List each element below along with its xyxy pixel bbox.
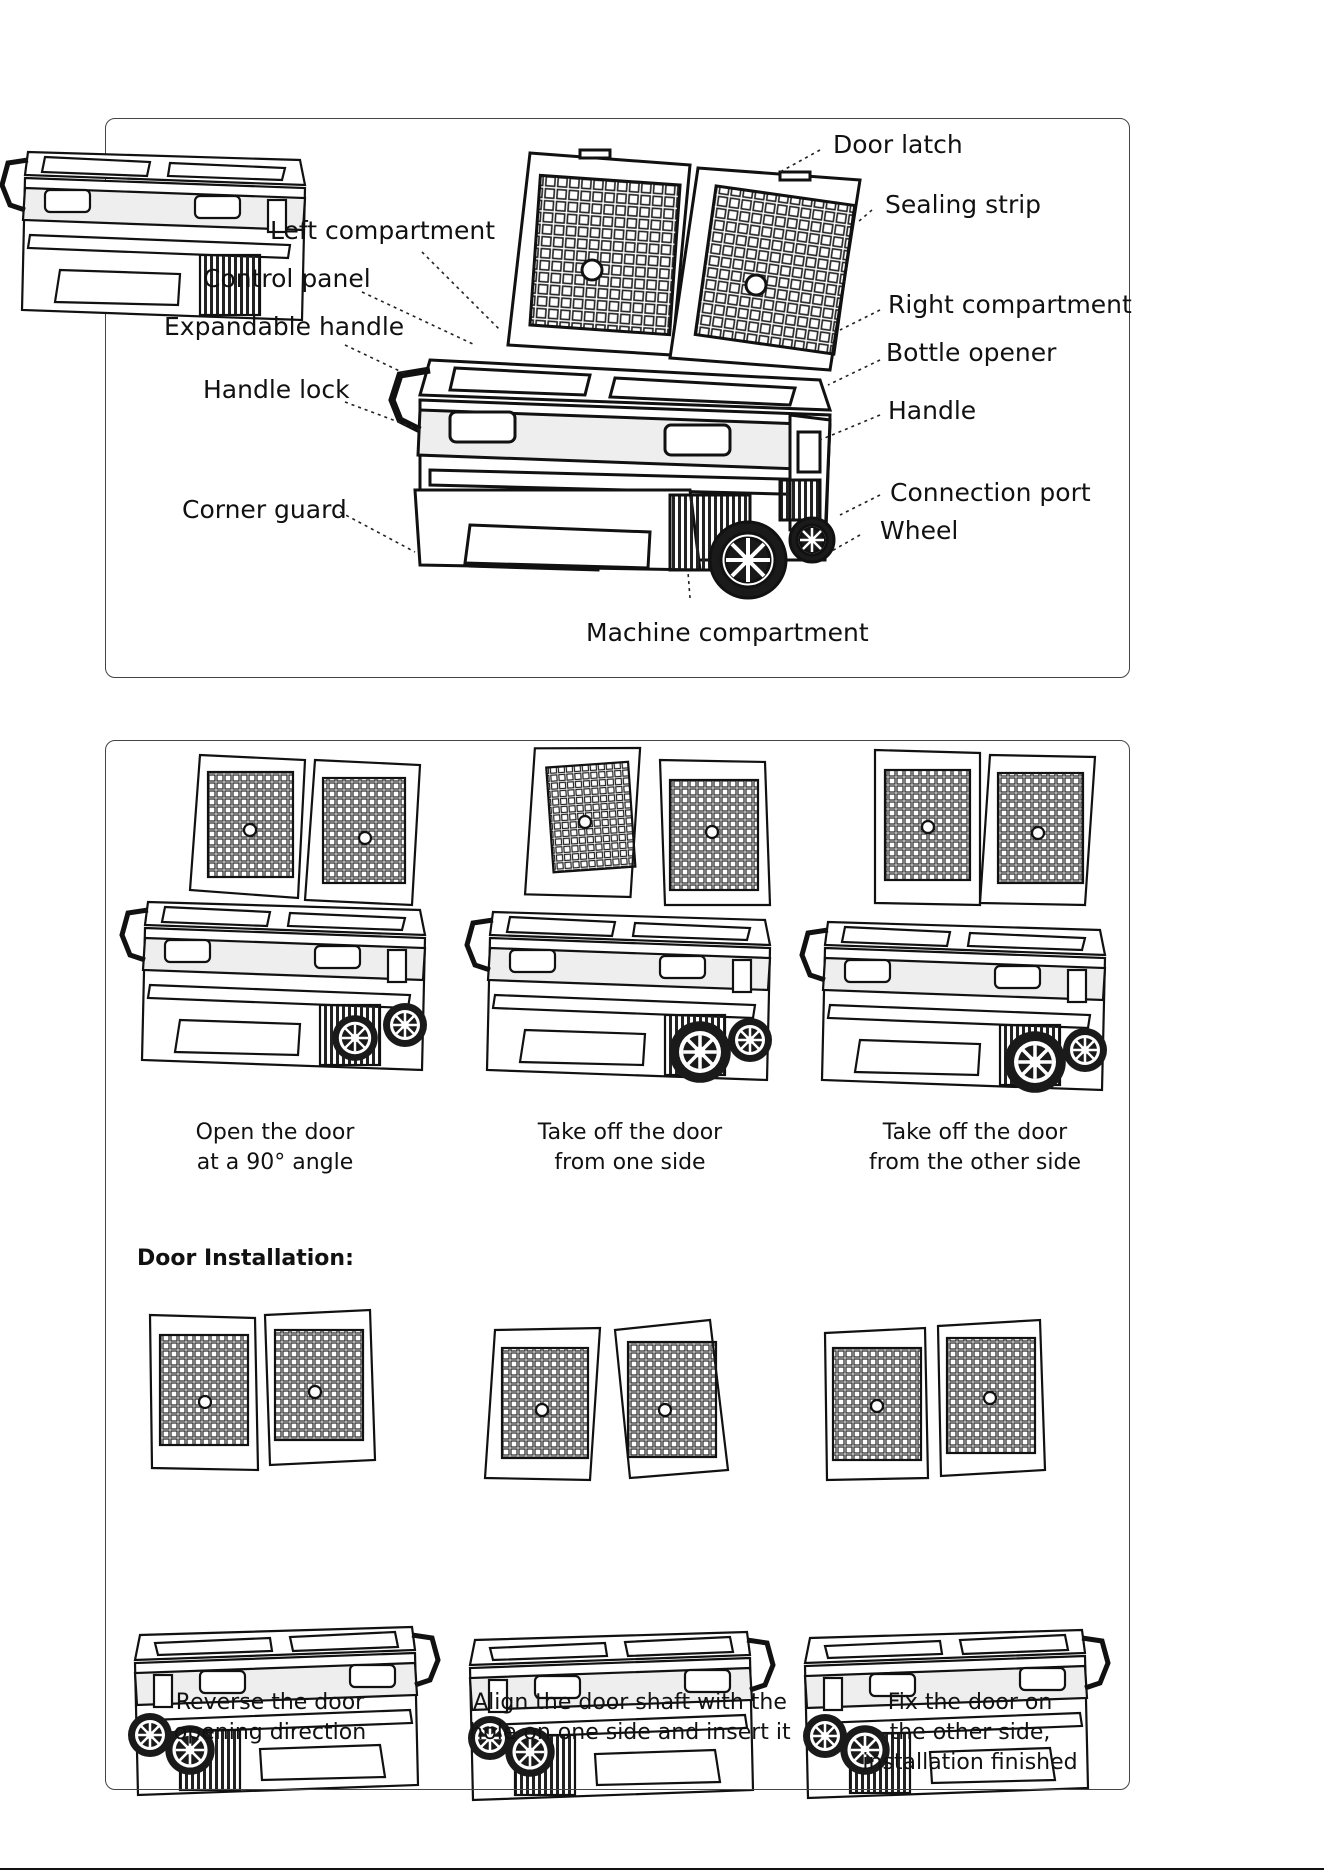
step-take-off-other-side-illustration	[802, 748, 1109, 1095]
step-open-door-illustration	[122, 753, 429, 1070]
step-align-shaft-illustration	[466, 1318, 773, 1800]
step-reverse-door-illustration	[126, 1308, 438, 1795]
label-handle-lock: Handle lock	[203, 375, 350, 404]
label-handle: Handle	[888, 396, 977, 425]
caption-step-align-shaft: Align the door shaft with the hole on on…	[469, 1690, 791, 1745]
label-left-compartment: Left compartment	[270, 216, 496, 245]
label-connection-port: Connection port	[890, 478, 1091, 507]
step-take-off-one-side-illustration	[467, 746, 774, 1085]
main-fridge-drawing	[388, 148, 862, 600]
caption-step-reverse-door: Reverse the door opening direction	[173, 1690, 367, 1745]
label-wheel: Wheel	[880, 516, 959, 545]
caption-step-take-off-one-side: Take off the door from one side	[537, 1120, 723, 1175]
door-steps-panel	[105, 740, 1130, 1790]
leader-lines	[339, 149, 881, 599]
label-expandable-handle: Expandable handle	[164, 312, 405, 341]
page-bottom-rule	[0, 1868, 1324, 1870]
label-machine-compartment: Machine compartment	[586, 618, 869, 647]
step-fix-door-illustration	[801, 1318, 1108, 1798]
label-door-latch: Door latch	[833, 130, 963, 159]
label-control-panel: Control panel	[203, 264, 371, 293]
label-sealing-strip: Sealing strip	[885, 190, 1042, 219]
label-right-compartment: Right compartment	[888, 290, 1132, 319]
caption-step-take-off-other-side: Take off the door from the other side	[869, 1120, 1081, 1175]
section-title-door-installation: Door Installation:	[137, 1246, 354, 1271]
caption-step-open-door: Open the door at a 90° angle	[195, 1120, 355, 1175]
caption-step-fix-door: Fix the door on the other side, installa…	[862, 1690, 1078, 1775]
label-corner-guard: Corner guard	[182, 495, 347, 524]
label-bottle-opener: Bottle opener	[886, 338, 1057, 367]
